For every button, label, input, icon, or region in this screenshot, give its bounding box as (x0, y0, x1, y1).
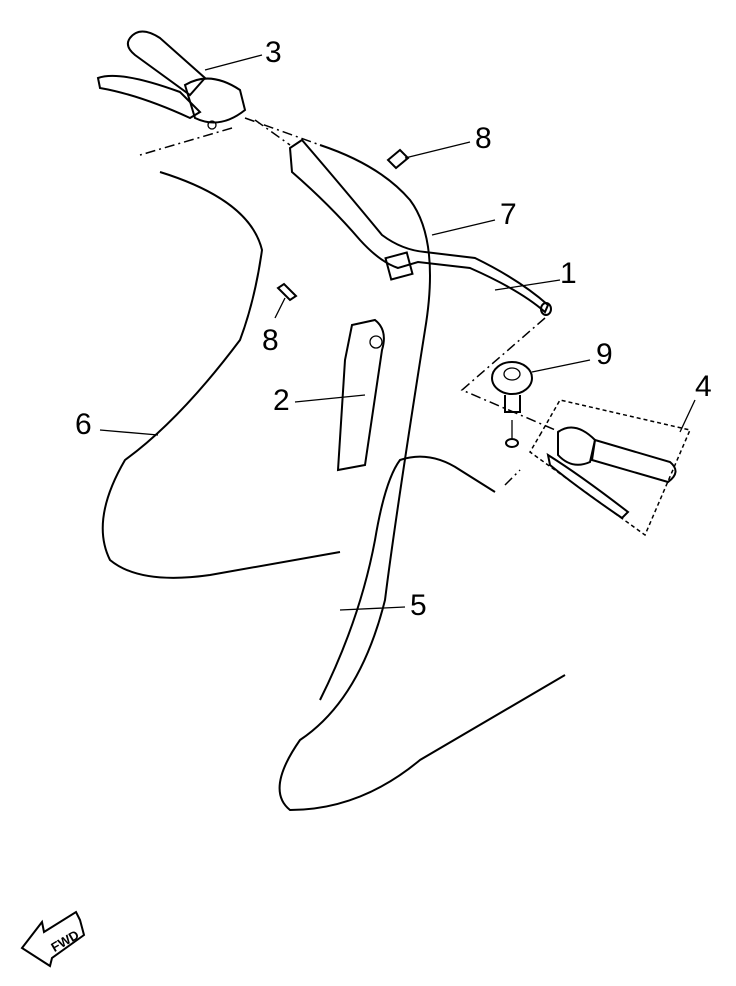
bell-part (491, 361, 533, 448)
callout-5: 5 (410, 589, 427, 622)
callout-4: 4 (695, 370, 712, 403)
bolt-part (276, 148, 410, 302)
cable-7 (278, 144, 566, 812)
callout-8: 8 (262, 324, 279, 357)
right-grip-lever-assembly (529, 399, 692, 537)
handlebar-part (288, 138, 552, 316)
cable-6 (101, 171, 341, 579)
callout-2: 2 (273, 384, 290, 417)
callout-8: 8 (475, 122, 492, 155)
leader-lines (99, 54, 696, 611)
callout-9: 9 (596, 338, 613, 371)
cable-5 (319, 455, 496, 701)
callout-6: 6 (75, 408, 92, 441)
callout-1: 1 (560, 257, 577, 290)
assembly-line (139, 117, 561, 486)
callout-7: 7 (500, 198, 517, 231)
fwd-label: FWD (48, 927, 81, 955)
left-grip-lever-assembly (96, 30, 247, 130)
forward-arrow-icon: FWD (20, 910, 86, 968)
callout-3: 3 (265, 36, 282, 69)
holder-part (336, 318, 385, 472)
